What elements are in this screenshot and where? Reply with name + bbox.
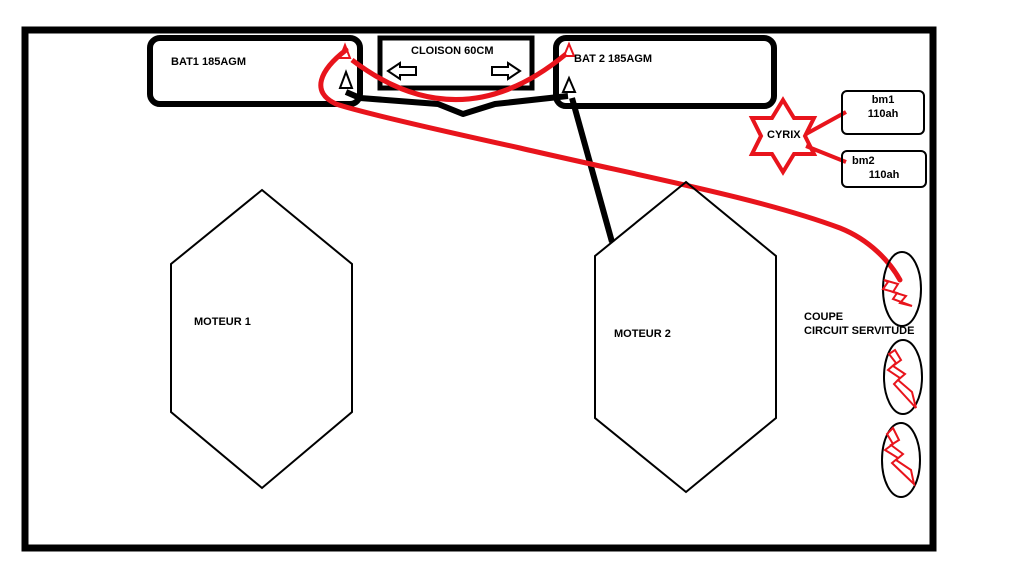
lightning-icon	[883, 426, 916, 487]
service-switch-2	[883, 339, 923, 415]
arrow-left-icon	[386, 61, 417, 81]
negative-cable-bat2-moteur2	[569, 97, 615, 243]
arrow-right-icon	[491, 61, 522, 81]
bm2-capacity: 110ah	[868, 169, 900, 181]
positive-cable-bat1-service	[318, 47, 903, 283]
cyrix-label: CYRIX	[767, 129, 801, 141]
cable-cyrix-bm2	[805, 144, 847, 164]
boat-outline	[21, 26, 937, 552]
battery-1-box	[147, 35, 363, 107]
bat2-positive-terminal-icon	[562, 41, 576, 57]
bat2-negative-terminal-icon	[561, 75, 577, 93]
moteur-2-label: MOTEUR 2	[614, 328, 671, 340]
moteur-2-shape	[594, 180, 777, 494]
moteur-1-shape	[170, 188, 353, 490]
bm1-capacity: 110ah	[867, 108, 899, 120]
bat1-negative-terminal-icon	[338, 69, 354, 89]
bm2-name: bm2	[852, 155, 875, 167]
bm2-box	[841, 150, 927, 188]
lightning-icon	[886, 348, 917, 409]
bm1-box	[841, 90, 925, 135]
lightning-icon	[881, 279, 913, 307]
negative-cable-bat1-bat2	[344, 89, 569, 117]
bm1-name: bm1	[871, 94, 895, 106]
bm1-label: bm1 110ah	[842, 93, 924, 121]
cloison-label: CLOISON 60CM	[411, 45, 494, 57]
moteur-1-label: MOTEUR 1	[194, 316, 251, 328]
cable-cyrix-bm1	[805, 110, 847, 136]
positive-cable-bat1-bat2	[350, 52, 568, 102]
cloison-box	[377, 35, 535, 91]
battery-2-box	[553, 35, 777, 109]
cyrix-star-icon	[748, 96, 818, 176]
bm2-label: bm2 110ah	[842, 154, 926, 182]
coupe-label: COUPE CIRCUIT SERVITUDE	[804, 310, 914, 338]
service-switch-3	[881, 422, 921, 498]
bat2-label: BAT 2 185AGM	[574, 53, 653, 65]
bat1-label: BAT1 185AGM	[171, 56, 246, 68]
coupe-line-1: COUPE	[804, 311, 844, 323]
coupe-line-2: CIRCUIT SERVITUDE	[804, 325, 915, 337]
